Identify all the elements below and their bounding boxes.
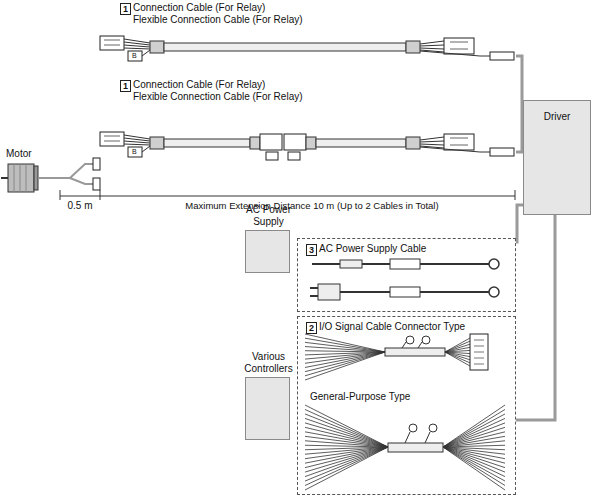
wire — [445, 344, 470, 352]
wire — [305, 436, 388, 447]
callout-number: 1 — [120, 80, 131, 92]
wire — [305, 445, 388, 447]
wire — [305, 447, 388, 468]
dimension-label: 0.5 m — [67, 200, 92, 212]
wire — [443, 418, 505, 447]
wire — [445, 350, 470, 352]
wire — [305, 447, 388, 486]
wire — [305, 347, 385, 352]
wire — [445, 338, 470, 352]
wire — [443, 447, 505, 463]
wire — [305, 409, 388, 447]
wire — [305, 352, 385, 367]
callout-number: 3 — [306, 244, 317, 256]
callout-number: 2 — [306, 322, 317, 334]
dimension-label: Maximum Extension Distance 10 m (Up to 2… — [185, 200, 438, 212]
wire — [305, 352, 385, 376]
part-name: Connection Cable (For Relay) — [133, 2, 265, 14]
wire — [443, 427, 505, 447]
wire — [445, 352, 470, 366]
wire — [443, 447, 505, 486]
wire — [305, 447, 388, 490]
wire — [305, 447, 388, 481]
wire — [305, 432, 388, 447]
wire — [443, 447, 505, 468]
node-label: I/O Signal Cable Connector Type — [319, 321, 465, 333]
driver-box: Driver — [523, 100, 591, 215]
power-supply-box: AC Power Supply — [245, 230, 290, 273]
node-label: General-Purpose Type — [310, 391, 410, 403]
part-name: Flexible Connection Cable (For Relay) — [133, 91, 303, 103]
wire — [443, 447, 505, 477]
wire — [443, 436, 505, 447]
wire — [445, 347, 470, 352]
node-label: AC Power Supply Cable — [319, 243, 426, 255]
wire — [443, 447, 505, 481]
wire — [305, 342, 385, 352]
wire — [305, 352, 385, 372]
wire — [305, 441, 388, 447]
connector-mark: B — [132, 148, 137, 156]
wire — [443, 414, 505, 447]
cable-group: 2I/O Signal Cable Connector TypeGeneral-… — [297, 316, 516, 495]
node-label: Various Controllers — [234, 351, 303, 375]
wire — [305, 427, 388, 447]
wire — [443, 445, 505, 447]
bracket-connector — [516, 215, 555, 420]
cable-group: 3AC Power Supply Cable — [297, 238, 516, 312]
part-name: Flexible Connection Cable (For Relay) — [133, 14, 303, 26]
wire — [445, 341, 470, 352]
part-name: Connection Cable (For Relay) — [133, 79, 265, 91]
wire — [305, 423, 388, 447]
connector-mark: B — [132, 52, 137, 60]
wire — [443, 432, 505, 447]
wire — [305, 447, 388, 477]
wire — [445, 352, 470, 363]
wire — [305, 418, 388, 447]
callout-number: 1 — [120, 3, 131, 15]
part-name: Motor — [6, 148, 32, 160]
wire — [305, 351, 385, 352]
wire — [443, 441, 505, 447]
node-label: Driver — [524, 111, 590, 123]
wire — [443, 423, 505, 447]
bracket-connector — [516, 205, 523, 242]
wire — [443, 409, 505, 447]
wire — [443, 405, 505, 447]
wire — [305, 338, 385, 352]
wire — [305, 334, 385, 352]
controller-box: Various Controllers — [245, 377, 290, 440]
wire — [443, 447, 505, 490]
wire — [305, 405, 388, 447]
wire — [305, 352, 385, 380]
wire — [305, 414, 388, 447]
wire — [305, 447, 388, 463]
